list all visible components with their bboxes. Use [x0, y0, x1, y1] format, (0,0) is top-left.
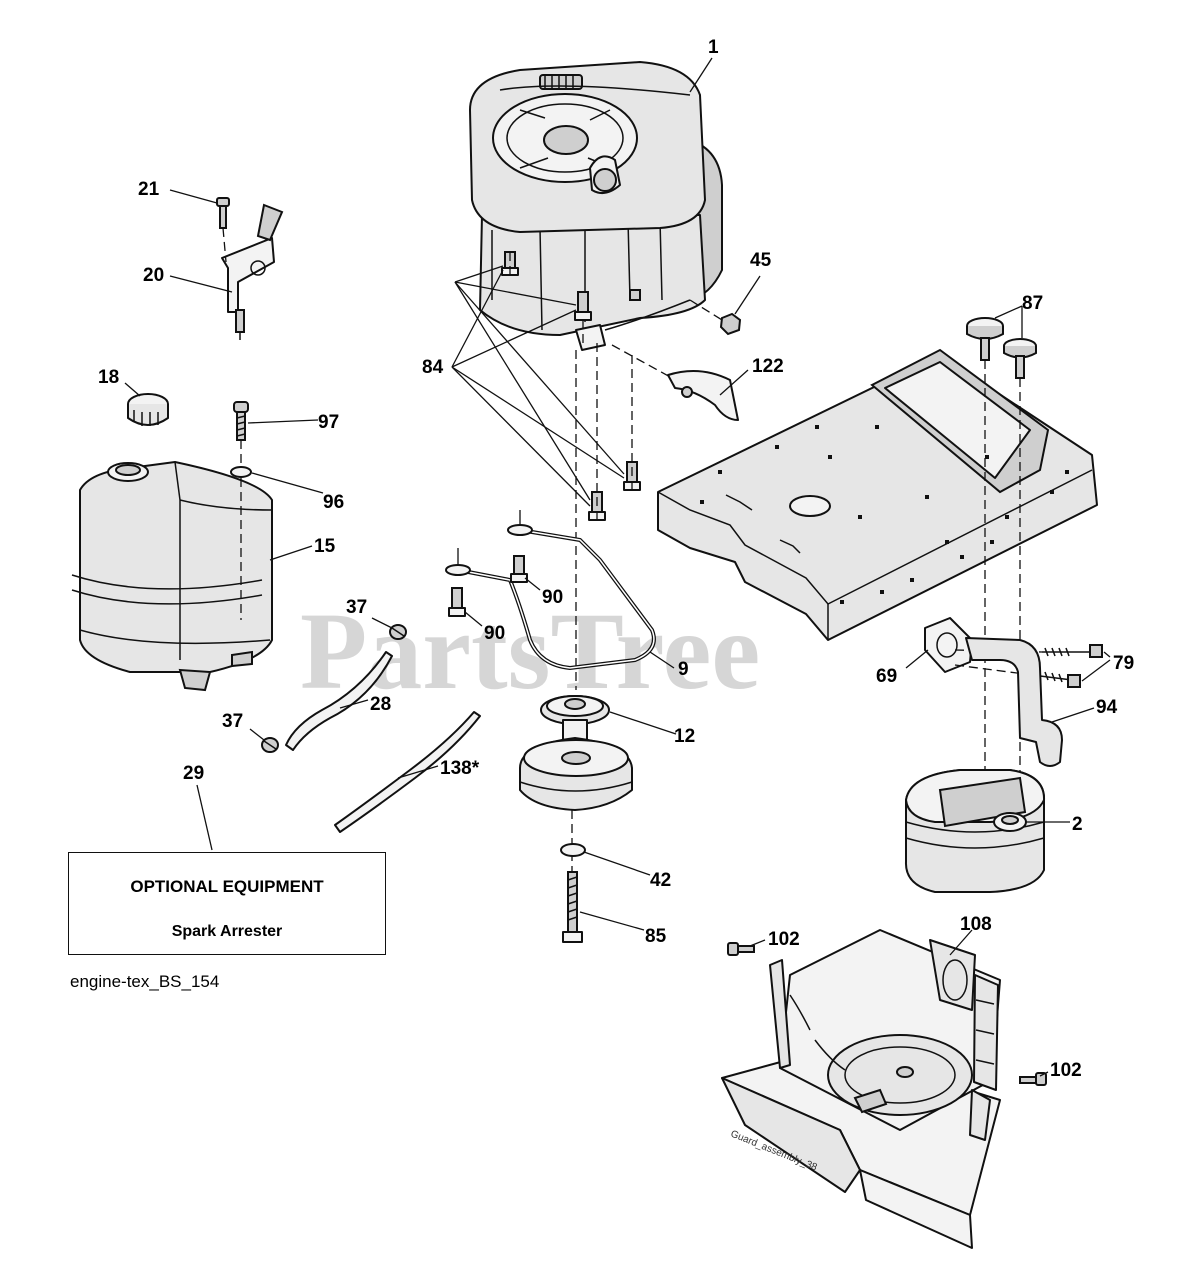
fuel-tank-15[interactable] — [71, 461, 273, 692]
pulley-12[interactable] — [519, 695, 633, 811]
washer-42[interactable] — [560, 843, 586, 857]
fuel-line-28[interactable] — [285, 651, 393, 751]
callout-20: 20 — [143, 265, 164, 286]
bolt-85[interactable] — [562, 871, 583, 943]
screw-97[interactable] — [233, 401, 249, 441]
callout-96: 96 — [323, 492, 344, 513]
gasket-69[interactable] — [924, 617, 973, 673]
callout-29: 29 — [183, 763, 204, 784]
callout-102-left: 102 — [768, 929, 800, 950]
callout-9: 9 — [678, 659, 689, 680]
diagram-id: engine-tex_BS_154 — [70, 972, 220, 991]
throttle-control-20[interactable] — [221, 203, 284, 340]
callout-87: 87 — [1022, 293, 1043, 314]
callout-37-upper: 37 — [346, 597, 367, 618]
screw-21[interactable] — [216, 197, 230, 229]
bolt-90-upper[interactable] — [510, 555, 528, 583]
callout-42: 42 — [650, 870, 671, 891]
bolt-90-lower[interactable] — [448, 587, 466, 617]
exhaust-bolt-79-lower[interactable] — [1039, 671, 1081, 688]
exhaust-pipe-94[interactable] — [965, 637, 1063, 767]
callout-2: 2 — [1072, 814, 1083, 835]
screw-102-left[interactable] — [727, 942, 755, 956]
callout-18: 18 — [98, 367, 119, 388]
exhaust-bolt-79-upper[interactable] — [1042, 644, 1103, 658]
callout-122: 122 — [752, 356, 784, 377]
callout-102-right: 102 — [1050, 1060, 1082, 1081]
optional-equipment-title: OPTIONAL EQUIPMENT — [130, 877, 324, 896]
clamp-37-upper[interactable] — [389, 624, 407, 640]
watermark: PartsTree — [300, 590, 760, 712]
clamp-37-lower[interactable] — [261, 737, 279, 753]
callout-97: 97 — [318, 412, 339, 433]
callout-138: 138* — [440, 758, 480, 779]
callout-85: 85 — [645, 926, 667, 947]
callout-94: 94 — [1096, 697, 1118, 718]
optional-equipment-item: Spark Arrester — [171, 923, 283, 940]
knob-87-right[interactable] — [1003, 338, 1037, 379]
guard-assembly-108[interactable] — [721, 929, 1001, 1249]
screw-102-right[interactable] — [1019, 1072, 1047, 1086]
optional-equipment-box: OPTIONAL EQUIPMENT Spark Arrester — [68, 852, 386, 955]
callout-108: 108 — [960, 914, 992, 935]
nut-45[interactable] — [719, 312, 742, 336]
hose-138[interactable] — [334, 711, 481, 833]
callout-37-lower: 37 — [222, 711, 243, 732]
callout-1: 1 — [708, 37, 719, 58]
muffler-2[interactable] — [904, 769, 1046, 893]
fuel-cap-18[interactable] — [127, 393, 169, 426]
callout-84: 84 — [422, 357, 444, 378]
callout-90-lower: 90 — [484, 623, 505, 644]
knob-87-left[interactable] — [966, 317, 1004, 361]
mounting-frame[interactable] — [657, 348, 1098, 641]
callout-79: 79 — [1113, 653, 1134, 674]
callout-69: 69 — [876, 666, 897, 687]
washer-96[interactable] — [230, 466, 252, 478]
callout-45: 45 — [750, 250, 772, 271]
callout-15: 15 — [314, 536, 336, 557]
callout-12: 12 — [674, 726, 695, 747]
callout-21: 21 — [138, 179, 160, 200]
callout-90-upper: 90 — [542, 587, 563, 608]
engine-assembly[interactable] — [469, 61, 723, 351]
callout-28: 28 — [370, 694, 391, 715]
heat-shield-122[interactable] — [667, 370, 739, 421]
